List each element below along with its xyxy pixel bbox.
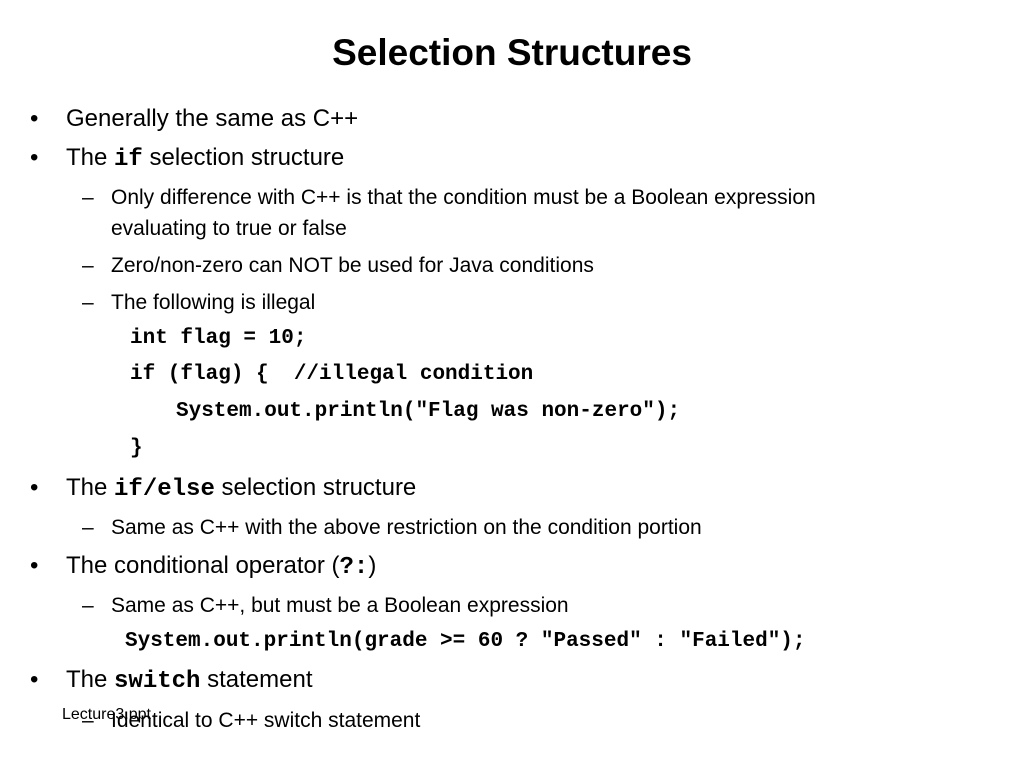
code-line-1: int flag = 10;: [130, 327, 307, 350]
code-line-4: }: [130, 437, 143, 460]
bullet-text: Generally the same as C++: [66, 105, 359, 132]
text-post: statement: [200, 666, 313, 693]
subbullet-text: Zero/non-zero can NOT be used for Java c…: [111, 254, 594, 277]
dash-marker: –: [82, 709, 94, 732]
dash-marker: –: [82, 516, 94, 539]
text-pre: The: [66, 666, 115, 693]
code-keyword: if/else: [114, 476, 215, 503]
footer-filename: Lecture3.ppt: [62, 706, 151, 723]
text-post: selection structure: [214, 474, 417, 501]
bullet-marker: •: [30, 666, 39, 693]
dash-marker: –: [82, 254, 94, 277]
bullet-marker: •: [30, 144, 39, 171]
text-post: selection structure: [142, 144, 345, 171]
subbullet-text-line2: evaluating to true or false: [111, 217, 347, 240]
bullet-text: The if selection structure: [66, 144, 344, 173]
bullet-text: The if/else selection structure: [66, 474, 416, 503]
dash-marker: –: [82, 291, 94, 314]
subbullet-text: The following is illegal: [111, 291, 316, 314]
bullet-text: The switch statement: [66, 666, 313, 695]
code-keyword: if: [114, 146, 143, 173]
dash-marker: –: [82, 186, 94, 209]
bullet-marker: •: [30, 105, 39, 132]
subbullet-text: Same as C++, but must be a Boolean expre…: [111, 594, 569, 617]
code-keyword: ?:: [339, 554, 369, 581]
subbullet-text: Same as C++ with the above restriction o…: [111, 516, 702, 539]
code-keyword: switch: [114, 668, 201, 695]
code-line-2: if (flag) { //illegal condition: [130, 363, 534, 386]
code-ternary-example: System.out.println(grade >= 60 ? "Passed…: [125, 630, 806, 653]
slide-title: Selection Structures: [332, 32, 692, 73]
text-post: ): [368, 552, 377, 579]
dash-marker: –: [82, 594, 94, 617]
bullet-marker: •: [30, 552, 39, 579]
bullet-text: The conditional operator (?:): [66, 552, 376, 581]
text-pre: The: [66, 144, 115, 171]
subbullet-text: Identical to C++ switch statement: [111, 709, 421, 732]
subbullet-text-line1: Only difference with C++ is that the con…: [111, 186, 816, 209]
text-pre: The: [66, 474, 115, 501]
code-line-3: System.out.println("Flag was non-zero");: [176, 400, 681, 423]
text-pre: The conditional operator (: [66, 552, 340, 579]
bullet-marker: •: [30, 474, 39, 501]
